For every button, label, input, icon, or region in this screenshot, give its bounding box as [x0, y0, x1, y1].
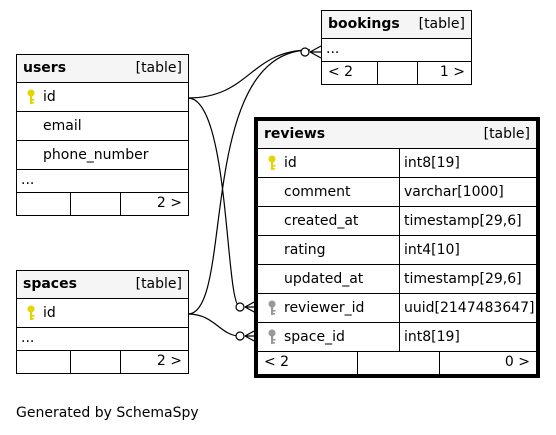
children-count[interactable]: 1 >: [439, 64, 465, 80]
table-footer: < 2 0 >: [258, 352, 536, 374]
column-type: varchar[1000]: [404, 184, 504, 200]
column-row[interactable]: updated_at timestamp[29,6]: [258, 265, 536, 294]
table-spaces[interactable]: spaces [table] id ... 2 >: [16, 270, 189, 374]
column-row[interactable]: email: [17, 112, 188, 141]
more-columns: ...: [17, 328, 188, 351]
column-row[interactable]: id: [17, 299, 188, 328]
table-header: users [table]: [17, 55, 188, 83]
table-footer: 2 >: [17, 351, 188, 373]
column-name: reviewer_id: [284, 300, 365, 316]
primary-key-icon: [267, 155, 277, 175]
column-type: timestamp[29,6]: [404, 213, 522, 229]
table-kind: [table]: [483, 126, 530, 142]
children-count[interactable]: 2 >: [156, 195, 182, 211]
link-users-bookings: [187, 49, 311, 99]
parents-count[interactable]: < 2: [264, 354, 290, 370]
column-name: space_id: [284, 329, 345, 345]
column-type: timestamp[29,6]: [404, 271, 522, 287]
table-header: reviews [table]: [258, 121, 536, 149]
foreign-key-icon: [267, 300, 277, 320]
table-name: bookings: [328, 16, 400, 32]
column-type: uuid[2147483647]: [404, 300, 535, 316]
primary-key-icon: [26, 305, 36, 325]
column-type: int8[19]: [404, 155, 460, 171]
column-name: email: [43, 118, 82, 134]
link-users-reviews: [187, 97, 241, 308]
column-row[interactable]: space_id int8[19]: [258, 323, 536, 352]
table-name: users: [23, 60, 67, 76]
table-footer: 2 >: [17, 193, 188, 215]
column-row[interactable]: reviewer_id uuid[2147483647]: [258, 294, 536, 323]
primary-key-icon: [26, 89, 36, 109]
link-spaces-reviews: [187, 313, 241, 337]
more-columns: ...: [322, 39, 471, 62]
children-count[interactable]: 2 >: [156, 353, 182, 369]
table-name: spaces: [23, 276, 77, 292]
table-bookings[interactable]: bookings [table] ... < 2 1 >: [321, 10, 472, 85]
column-name: id: [284, 155, 297, 171]
children-count[interactable]: 0 >: [504, 354, 530, 370]
table-reviews[interactable]: reviews [table] id int8[19] comment varchar…: [254, 117, 540, 378]
table-name: reviews: [264, 126, 326, 142]
column-name: created_at: [284, 213, 359, 229]
table-users[interactable]: users [table] id email phone_number ... …: [16, 54, 189, 216]
column-type: int4[10]: [404, 242, 460, 258]
crow-circle-reviewer: [235, 302, 245, 312]
foreign-key-icon: [267, 329, 277, 349]
column-name: updated_at: [284, 271, 364, 287]
table-header: bookings [table]: [322, 11, 471, 39]
column-name: id: [43, 305, 56, 321]
crow-foot-bookings: [309, 45, 322, 59]
crow-circle-bookings: [300, 47, 310, 57]
more-columns: ...: [17, 170, 188, 193]
column-row[interactable]: id int8[19]: [258, 149, 536, 178]
column-row[interactable]: comment varchar[1000]: [258, 178, 536, 207]
table-header: spaces [table]: [17, 271, 188, 299]
generated-by-text: Generated by SchemaSpy: [16, 405, 199, 421]
link-spaces-bookings: [187, 49, 311, 315]
table-footer: < 2 1 >: [322, 62, 471, 84]
column-name: id: [43, 89, 56, 105]
crow-circle-space: [235, 331, 245, 341]
parents-count[interactable]: < 2: [328, 64, 354, 80]
table-kind: [table]: [135, 60, 182, 76]
column-row[interactable]: created_at timestamp[29,6]: [258, 207, 536, 236]
column-name: rating: [284, 242, 326, 258]
column-row[interactable]: id: [17, 83, 188, 112]
column-row[interactable]: rating int4[10]: [258, 236, 536, 265]
column-name: comment: [284, 184, 351, 200]
column-row[interactable]: phone_number: [17, 141, 188, 170]
table-kind: [table]: [418, 16, 465, 32]
column-name: phone_number: [43, 147, 149, 163]
table-kind: [table]: [135, 276, 182, 292]
column-type: int8[19]: [404, 329, 460, 345]
